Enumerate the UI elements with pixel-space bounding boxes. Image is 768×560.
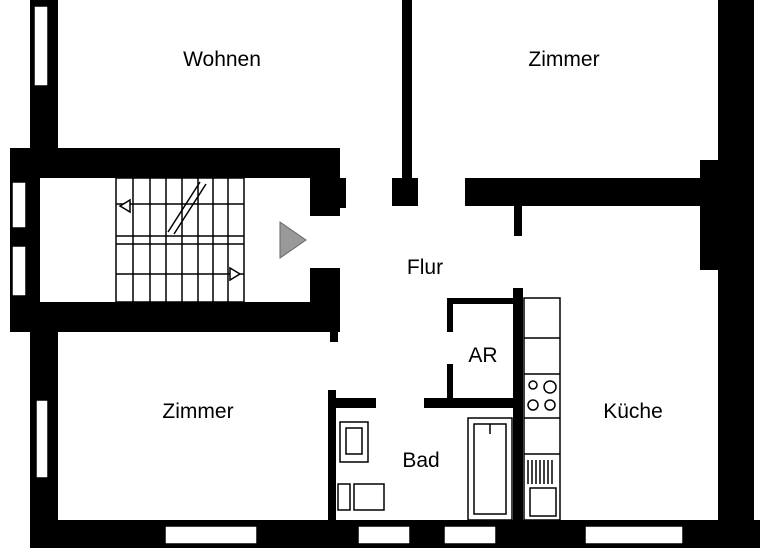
bathroom-fixtures [337,417,513,521]
room-label-zimmer-bottom: Zimmer [162,400,233,423]
room-label-zimmer-top: Zimmer [528,48,599,71]
windows-left [33,5,49,479]
room-label-wohnen: Wohnen [183,48,261,71]
room-label-flur: Flur [407,256,443,279]
room-label-bad: Bad [402,449,439,472]
interior-walls [328,0,710,524]
entrance-arrow-icon [279,221,307,259]
room-label-kueche: Küche [603,400,663,423]
room-label-ar: AR [468,344,497,367]
kitchen-counter [523,297,561,521]
windows-bottom [164,525,684,545]
stairwell [10,148,346,342]
